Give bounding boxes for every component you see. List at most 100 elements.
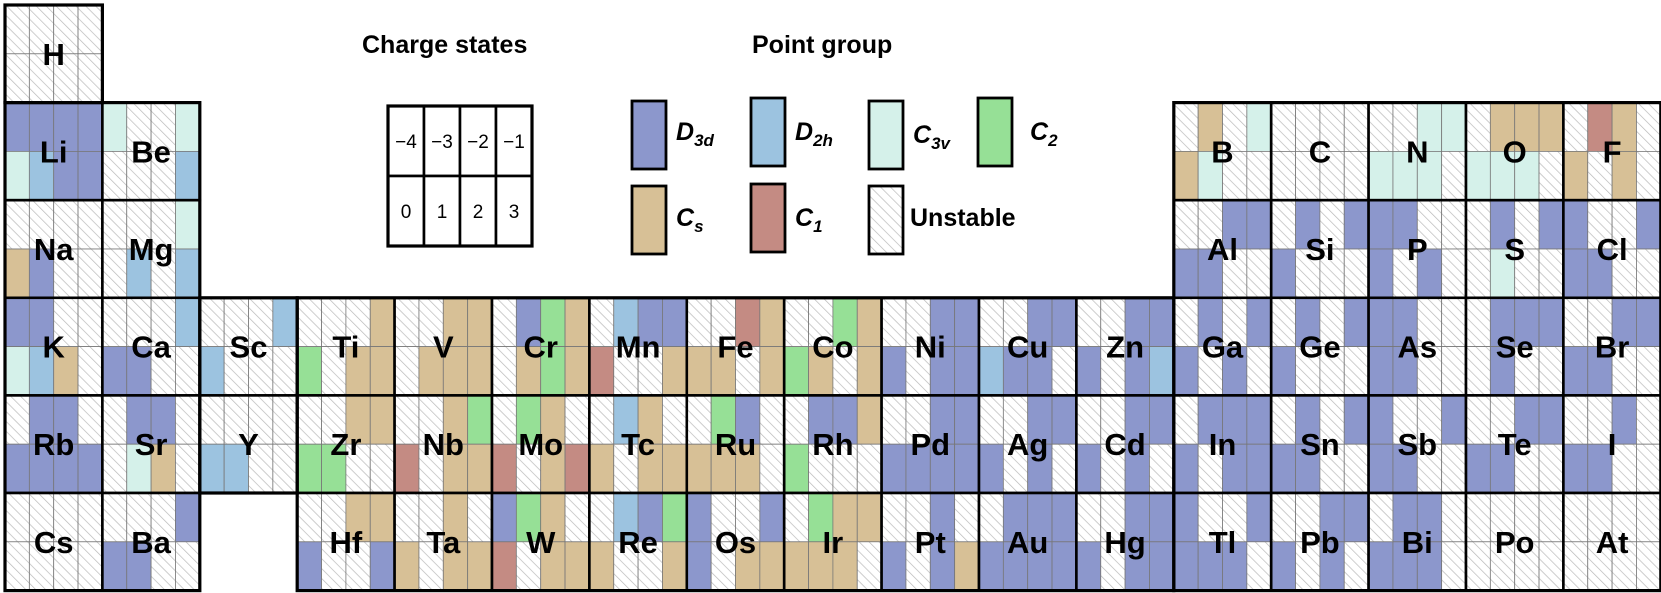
charge-cell bbox=[1538, 394, 1564, 445]
charge-cell bbox=[53, 346, 79, 396]
charge-cell bbox=[1636, 150, 1661, 201]
charge-cell bbox=[28, 4, 55, 55]
charge-cell bbox=[1173, 102, 1199, 152]
charge-cell bbox=[369, 394, 396, 445]
element-symbol: Nb bbox=[423, 427, 464, 462]
charge-cell bbox=[369, 346, 396, 396]
charge-cell bbox=[1295, 443, 1321, 494]
charge-cell bbox=[1538, 492, 1564, 543]
charge-cell bbox=[1246, 492, 1272, 543]
charge-cell bbox=[223, 297, 249, 347]
point-group-title: Point group bbox=[752, 31, 893, 59]
charge-cell bbox=[199, 394, 225, 445]
charge-cell bbox=[1319, 248, 1345, 299]
charge-cell bbox=[175, 150, 201, 201]
charge-cell bbox=[954, 443, 980, 494]
legend-label-c3v: C3v bbox=[913, 121, 950, 154]
charge-cell bbox=[467, 541, 493, 591]
charge-cell bbox=[77, 394, 103, 445]
legend-label-subscript: 1 bbox=[813, 217, 823, 236]
element-tile-h: H bbox=[3, 3, 104, 104]
swatch-cs bbox=[630, 184, 668, 256]
element-symbol: Si bbox=[1305, 232, 1334, 267]
charge-cell bbox=[759, 346, 785, 396]
charge-cell bbox=[662, 346, 688, 396]
charge-cell bbox=[296, 346, 322, 396]
element-tile-p: P bbox=[1367, 198, 1468, 300]
charge-cell bbox=[199, 346, 225, 396]
charge-cell bbox=[1246, 150, 1272, 201]
charge-cell bbox=[53, 248, 79, 299]
charge-cell bbox=[1246, 248, 1272, 299]
charge-key-cell bbox=[386, 104, 426, 178]
charge-cell bbox=[1270, 443, 1296, 494]
charge-cell bbox=[1538, 102, 1564, 152]
charge-cell bbox=[1538, 199, 1564, 250]
charge-cell bbox=[150, 150, 176, 201]
charge-cell bbox=[1027, 492, 1053, 543]
element-tile-i: I bbox=[1562, 394, 1661, 495]
charge-cell bbox=[564, 297, 590, 347]
charge-cell bbox=[1270, 199, 1296, 250]
charge-cell bbox=[808, 346, 834, 396]
charge-cell bbox=[1563, 248, 1589, 299]
charge-cell bbox=[1392, 492, 1418, 543]
charge-cell bbox=[783, 346, 809, 396]
charge-cell bbox=[1392, 297, 1418, 347]
element-tile-c: C bbox=[1269, 101, 1370, 202]
charge-cell bbox=[296, 443, 322, 494]
charge-cell bbox=[369, 492, 396, 543]
charge-cell bbox=[4, 4, 30, 55]
element-symbol: F bbox=[1603, 134, 1622, 169]
charge-cell bbox=[808, 541, 834, 591]
element-symbol: P bbox=[1407, 232, 1428, 267]
charge-cell bbox=[1441, 346, 1467, 396]
charge-cell bbox=[832, 346, 858, 396]
charge-cell bbox=[1149, 541, 1175, 591]
charge-cell bbox=[589, 297, 615, 347]
charge-cell bbox=[1392, 248, 1418, 299]
legend-label-d2h: D2h bbox=[795, 118, 833, 151]
charge-cell bbox=[4, 394, 30, 445]
charge-cell bbox=[1319, 102, 1345, 152]
charge-cell bbox=[1465, 492, 1491, 543]
charge-cell bbox=[175, 492, 201, 543]
charge-cell bbox=[1465, 394, 1491, 445]
charge-cell bbox=[1173, 394, 1199, 445]
charge-cell bbox=[102, 443, 128, 494]
charge-cell bbox=[321, 492, 347, 543]
charge-cell bbox=[589, 346, 615, 396]
charge-cell bbox=[394, 541, 420, 591]
element-symbol: I bbox=[1608, 427, 1617, 462]
element-tile-tc: Tc bbox=[588, 394, 689, 495]
charge-cell bbox=[1051, 346, 1077, 396]
charge-cell bbox=[175, 297, 201, 347]
charge-cell bbox=[1173, 248, 1199, 299]
charge-cell bbox=[759, 394, 785, 445]
charge-cell bbox=[1416, 150, 1443, 201]
charge-cell bbox=[77, 248, 103, 299]
charge-cell bbox=[491, 346, 517, 396]
legend-label-main: C bbox=[795, 204, 814, 232]
element-symbol: Cr bbox=[523, 330, 557, 365]
charge-cell bbox=[662, 297, 688, 347]
charge-cell bbox=[1538, 443, 1564, 494]
charge-cell bbox=[1222, 541, 1248, 591]
charge-cell bbox=[1368, 297, 1394, 347]
element-tile-s: S bbox=[1464, 198, 1565, 300]
element-symbol: At bbox=[1596, 525, 1629, 560]
charge-cell bbox=[710, 541, 736, 591]
charge-cell bbox=[808, 443, 834, 494]
charge-cell bbox=[832, 492, 858, 543]
charge-cell bbox=[735, 541, 761, 591]
charge-cell bbox=[1270, 248, 1296, 299]
charge-cell bbox=[394, 346, 420, 396]
charge-cell bbox=[53, 297, 79, 347]
charge-cell bbox=[1489, 297, 1516, 347]
element-tile-ru: Ru bbox=[685, 394, 786, 495]
charge-cell bbox=[1368, 102, 1394, 152]
element-tile-n: N bbox=[1367, 101, 1468, 202]
charge-cell bbox=[1222, 346, 1248, 396]
